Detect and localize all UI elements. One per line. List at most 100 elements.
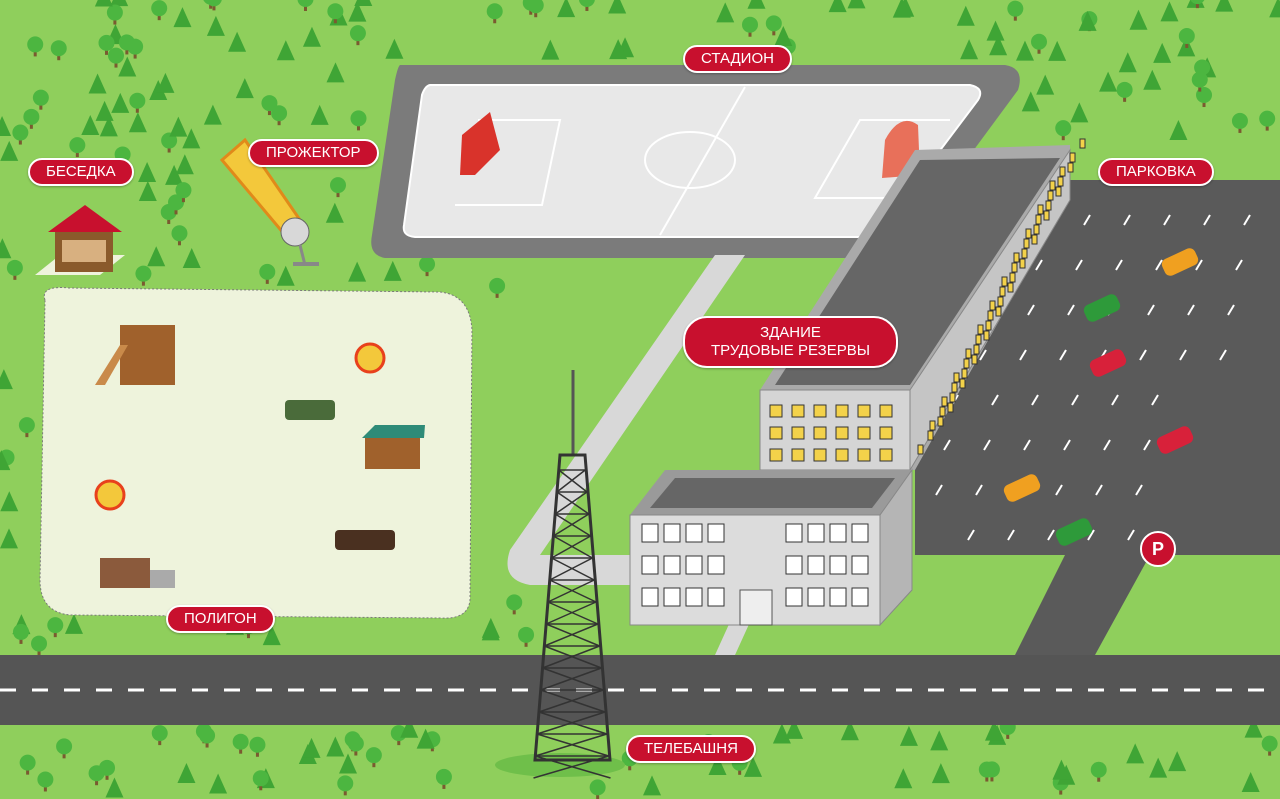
window <box>1049 180 1056 191</box>
tree <box>984 720 1003 741</box>
tree <box>249 736 266 757</box>
label-searchlight[interactable]: ПРОЖЕКТОР <box>248 139 379 167</box>
label-tv-tower[interactable]: ТЕЛЕБАШНЯ <box>626 735 756 763</box>
tree <box>983 761 1000 782</box>
tree <box>716 2 735 23</box>
tree <box>206 15 225 36</box>
tree <box>0 238 12 259</box>
tree <box>930 730 949 751</box>
tree <box>0 140 19 161</box>
tree <box>383 260 402 281</box>
gazebo[interactable] <box>35 205 125 275</box>
tree <box>105 777 124 798</box>
window <box>971 354 978 365</box>
window <box>973 344 980 355</box>
window <box>963 358 970 369</box>
tree <box>297 0 314 11</box>
window <box>965 348 972 359</box>
label-building-line2: ТРУДОВЫЕ РЕЗЕРВЫ <box>711 342 871 359</box>
car <box>1055 518 1093 546</box>
tree <box>27 36 44 57</box>
tree <box>1099 71 1118 92</box>
tree <box>107 47 124 68</box>
label-stadium[interactable]: СТАДИОН <box>683 45 792 73</box>
window <box>1019 258 1026 269</box>
tree <box>18 417 35 438</box>
tree <box>785 718 804 739</box>
tree <box>64 613 83 634</box>
tree <box>337 775 354 796</box>
tree <box>235 78 254 99</box>
window <box>685 555 703 575</box>
entrance-door[interactable] <box>739 589 773 626</box>
tree <box>1052 759 1071 780</box>
tree <box>609 39 628 60</box>
tree <box>989 35 1008 56</box>
car <box>1156 426 1194 454</box>
label-building[interactable]: ЗДАНИЕ ТРУДОВЫЕ РЕЗЕРВЫ <box>683 316 899 368</box>
window <box>917 444 924 455</box>
tree <box>271 105 288 126</box>
tree <box>828 0 847 13</box>
window <box>813 448 827 462</box>
window <box>949 392 956 403</box>
tree <box>518 626 535 647</box>
searchlight[interactable] <box>219 137 319 266</box>
window <box>927 430 934 441</box>
tree <box>481 620 500 641</box>
jeep <box>335 530 395 550</box>
tree <box>206 0 222 11</box>
label-range[interactable]: ПОЛИГОН <box>166 605 275 633</box>
tree <box>165 164 184 185</box>
tree <box>931 763 950 784</box>
window <box>977 324 984 335</box>
tree <box>302 737 321 758</box>
window <box>953 372 960 383</box>
window <box>1001 276 1008 287</box>
label-gazebo[interactable]: БЕСЕДКА <box>28 158 134 186</box>
tree <box>169 116 188 137</box>
tree <box>151 725 168 746</box>
tree <box>0 528 19 549</box>
window <box>1047 190 1054 201</box>
tree <box>1241 771 1260 792</box>
window <box>707 523 725 543</box>
tree <box>1031 33 1048 54</box>
tree <box>0 369 13 390</box>
tree <box>50 40 67 61</box>
window <box>829 587 847 607</box>
window <box>999 286 1006 297</box>
tree <box>527 0 544 18</box>
tv-tower[interactable] <box>533 370 612 779</box>
tree <box>1007 0 1024 21</box>
tree <box>1191 71 1208 92</box>
tree <box>203 104 222 125</box>
tree <box>486 3 503 24</box>
tree <box>1055 120 1072 141</box>
tree <box>47 617 64 638</box>
tree <box>1116 81 1133 102</box>
window <box>983 330 990 341</box>
window <box>1031 234 1038 245</box>
tree <box>1036 74 1055 95</box>
window <box>807 523 825 543</box>
tree <box>6 259 23 280</box>
tree <box>326 62 345 83</box>
window <box>1079 138 1086 149</box>
tree <box>0 450 11 471</box>
tree <box>339 753 358 774</box>
tree <box>175 154 194 175</box>
tree <box>88 73 107 94</box>
window <box>879 426 893 440</box>
log-cabin <box>365 437 420 469</box>
tree <box>1215 0 1234 12</box>
tree <box>1231 112 1248 133</box>
tree <box>182 128 201 149</box>
tree <box>400 717 419 738</box>
window <box>941 396 948 407</box>
label-parking[interactable]: ПАРКОВКА <box>1098 158 1214 186</box>
tree <box>199 727 216 748</box>
tree <box>31 635 48 656</box>
window <box>879 404 893 418</box>
tree <box>276 40 295 61</box>
